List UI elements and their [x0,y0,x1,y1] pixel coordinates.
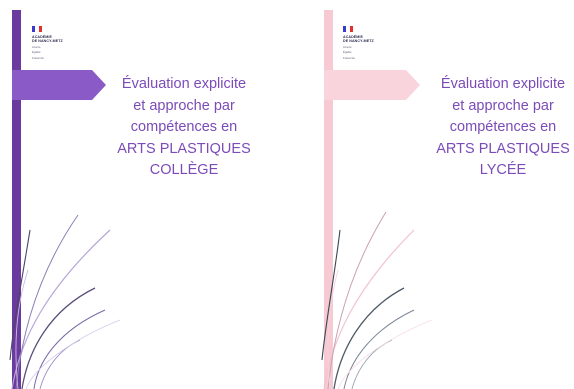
title-line: et approche par [133,97,235,114]
logo-motto-2: Égalité [343,50,352,55]
logo-motto-1: Liberté [343,44,352,49]
arrow-banner [12,70,106,100]
title-line: Évaluation explicite [121,76,247,92]
logo-motto-3: Fraternité [32,56,44,60]
logo-motto-3: Fraternité [343,56,355,60]
title-line: COLLÈGE [149,162,219,178]
decorative-strokes [314,200,454,389]
academie-logo: ACADÉMIE DE NANCY-METZ Liberté Égalité F… [343,26,389,66]
logo-line-1: ACADÉMIE [343,35,363,39]
cover-title: Évaluation explicite et approche par com… [110,74,258,182]
logo-line-1: ACADÉMIE [32,35,52,39]
cover-lycee[interactable]: ACADÉMIE DE NANCY-METZ Liberté Égalité F… [314,0,574,389]
title-line: compétences en [449,119,557,135]
title-line: ARTS PLASTIQUES [117,140,251,157]
french-flag-icon [32,26,42,32]
cover-title: Évaluation explicite et approche par com… [428,74,574,182]
accent-band [12,10,21,389]
title-line: Évaluation explicite [440,76,566,92]
cover-college[interactable]: ACADÉMIE DE NANCY-METZ Liberté Égalité F… [0,0,270,389]
logo-line-2: DE NANCY-METZ [343,39,374,44]
french-flag-icon [343,26,353,32]
title-line: et approche par [452,97,554,114]
logo-motto-1: Liberté [32,44,41,49]
academie-logo: ACADÉMIE DE NANCY-METZ Liberté Égalité F… [32,26,78,66]
title-line: LYCÉE [479,162,527,178]
decorative-strokes [0,200,140,389]
arrow-banner [324,70,420,100]
logo-line-2: DE NANCY-METZ [32,39,63,44]
logo-motto-2: Égalité [32,50,41,55]
title-line: ARTS PLASTIQUES [436,140,570,157]
title-line: compétences en [130,119,238,135]
accent-band [324,10,333,389]
